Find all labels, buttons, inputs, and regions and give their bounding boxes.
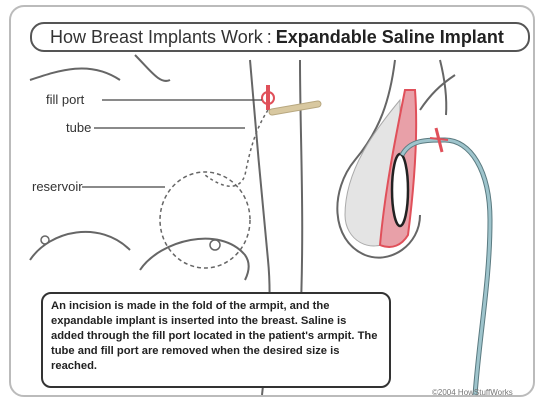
title-banner: How Breast Implants Work : Expandable Sa… [30, 22, 530, 52]
nipple-right [210, 240, 220, 250]
label-reservoir: reservoir [32, 179, 83, 194]
copyright-text: ©2004 HowStuffWorks [432, 388, 513, 397]
arm-edge [300, 60, 302, 330]
caption-box: An incision is made in the fold of the a… [41, 292, 391, 388]
neck-line [135, 55, 170, 81]
right-breast-outline [140, 239, 249, 280]
title-prefix: How Breast Implants Work [50, 27, 263, 48]
title-main: Expandable Saline Implant [276, 27, 504, 48]
saline-tube-outer [402, 140, 490, 395]
reservoir-outline [160, 172, 250, 268]
nipple-left [41, 236, 49, 244]
implant [392, 154, 408, 226]
title-separator: : [267, 27, 272, 48]
label-fill-port: fill port [46, 92, 84, 107]
armpit-line [420, 75, 455, 110]
label-tube: tube [66, 120, 91, 135]
collarbone-line-left [30, 68, 120, 80]
